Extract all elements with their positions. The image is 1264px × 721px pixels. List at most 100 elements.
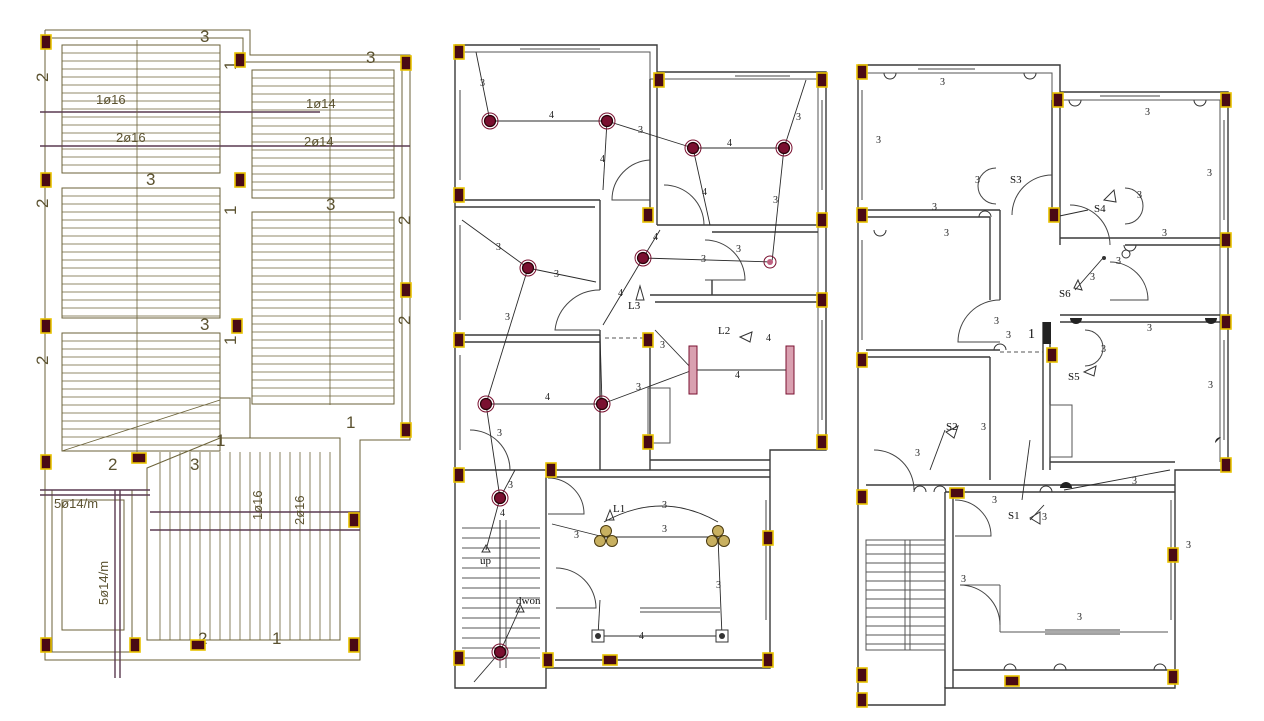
wire-count-label: 3 xyxy=(994,316,999,327)
chandelier-bulb xyxy=(718,535,730,547)
wire-count-label: 3 xyxy=(480,78,485,89)
socket-outlet-icon xyxy=(993,343,1007,351)
wire-count-label: 4 xyxy=(766,333,771,344)
wire-count-label: 3 xyxy=(660,340,665,351)
wire-count-label: 3 xyxy=(992,495,997,506)
wire-count-label: 3 xyxy=(1162,228,1167,239)
ceiling-lamp-fixture xyxy=(493,491,507,505)
section-mark: 1 xyxy=(221,61,240,70)
structural-column xyxy=(129,637,141,653)
wire-count-label: 3 xyxy=(736,244,741,255)
ceiling-lamp-fixture xyxy=(777,141,791,155)
wire-count-label: 3 xyxy=(773,195,778,206)
panel-mark-1: 1 xyxy=(1028,327,1035,342)
wire-count-label: 4 xyxy=(639,631,644,642)
wire-count-label: 4 xyxy=(545,392,550,403)
section-mark: 3 xyxy=(366,48,375,67)
stair-label-up: up xyxy=(480,555,492,567)
structural-column xyxy=(453,650,465,666)
ceiling-lamp-fixture xyxy=(636,251,650,265)
structural-column xyxy=(131,452,147,464)
ceiling-lamp-fixture xyxy=(686,141,700,155)
wire-count-label: 3 xyxy=(574,530,579,541)
wire-count-label: 3 xyxy=(496,242,501,253)
structural-column xyxy=(234,172,246,188)
structural-column xyxy=(400,55,412,71)
structural-column xyxy=(40,172,52,188)
wire-count-label: 4 xyxy=(618,288,623,299)
section-mark: 1 xyxy=(216,431,225,450)
wire-count-label: 3 xyxy=(554,269,559,280)
socket-outlet-icon xyxy=(1153,663,1167,671)
socket-outlet-icon xyxy=(1003,663,1017,671)
rebar-label-2o14: 2ø14 xyxy=(304,134,334,149)
wire-count-label: 3 xyxy=(915,448,920,459)
structural-column xyxy=(642,332,654,348)
stair-label-down: dwon xyxy=(516,595,541,607)
structural-column xyxy=(1220,457,1232,473)
section-mark: 1 xyxy=(346,413,355,432)
rebar-label-stair-2o16: 2ø16 xyxy=(292,495,307,525)
structural-column xyxy=(856,64,868,80)
structural-column xyxy=(816,72,828,88)
wire-count-label: 3 xyxy=(1207,168,1212,179)
structural-column xyxy=(40,34,52,50)
switch-label-s5: S5 xyxy=(1068,371,1080,383)
ceiling-lamp-ring xyxy=(481,112,499,130)
chandelier-bulb xyxy=(594,535,606,547)
ceiling-lamp-fixture xyxy=(479,397,493,411)
fluorescent-tube-fixture xyxy=(785,345,795,395)
section-mark: 2 xyxy=(108,455,117,474)
wire-count-label: 4 xyxy=(702,187,707,198)
section-mark: 2 xyxy=(33,199,52,208)
ceiling-point-fixture xyxy=(763,255,777,269)
wire-count-label: 4 xyxy=(727,138,732,149)
switch-label-s4: S4 xyxy=(1094,203,1106,215)
ceiling-lamp-ring xyxy=(477,395,495,413)
section-mark: 3 xyxy=(326,195,335,214)
ceiling-lamp-ring xyxy=(775,139,793,157)
fixture-label-l2: L2 xyxy=(718,325,730,337)
structural-column xyxy=(653,72,665,88)
structural-column xyxy=(453,467,465,483)
wire-count-label: 4 xyxy=(600,154,605,165)
structural-column xyxy=(40,454,52,470)
fixture-label-l3: L3 xyxy=(628,300,641,312)
structural-column xyxy=(816,212,828,228)
structural-column xyxy=(453,187,465,203)
wire-count-label: 3 xyxy=(1137,190,1142,201)
section-mark: 3 xyxy=(200,27,209,46)
ceiling-lamp-ring xyxy=(684,139,702,157)
socket-outlet-icon xyxy=(1123,244,1137,252)
ceiling-lamp-ring xyxy=(598,112,616,130)
wire-count-label: 3 xyxy=(932,202,937,213)
ceiling-lamp-fixture xyxy=(600,114,614,128)
structural-column xyxy=(762,652,774,668)
wire-count-label: 3 xyxy=(1090,272,1095,283)
structural-column xyxy=(856,692,868,708)
wire-count-label: 3 xyxy=(876,135,881,146)
rebar-label-5o14m-h: 5ø14/m xyxy=(54,496,98,511)
switch-label-s1: S1 xyxy=(1008,510,1020,522)
structural-column xyxy=(856,667,868,683)
wire-count-label: 3 xyxy=(1077,612,1082,623)
structural-column xyxy=(1048,207,1060,223)
structural-column xyxy=(348,637,360,653)
wire-count-label: 4 xyxy=(735,370,740,381)
switch-label-s2: S2 xyxy=(946,421,958,433)
structural-column xyxy=(816,434,828,450)
structural-column xyxy=(542,652,554,668)
wire-count-label: 3 xyxy=(975,175,980,186)
wire-count-label: 3 xyxy=(508,480,513,491)
structural-column xyxy=(1004,675,1020,687)
ceiling-lamp-fixture xyxy=(493,645,507,659)
section-mark: 2 xyxy=(33,356,52,365)
wire-count-label: 3 xyxy=(636,382,641,393)
structural-column xyxy=(400,282,412,298)
section-mark: 2 xyxy=(198,629,207,648)
structural-column xyxy=(856,352,868,368)
structural-column xyxy=(816,292,828,308)
wire-count-label: 3 xyxy=(940,77,945,88)
wire-count-label: 4 xyxy=(500,508,505,519)
section-mark: 2 xyxy=(395,216,414,225)
